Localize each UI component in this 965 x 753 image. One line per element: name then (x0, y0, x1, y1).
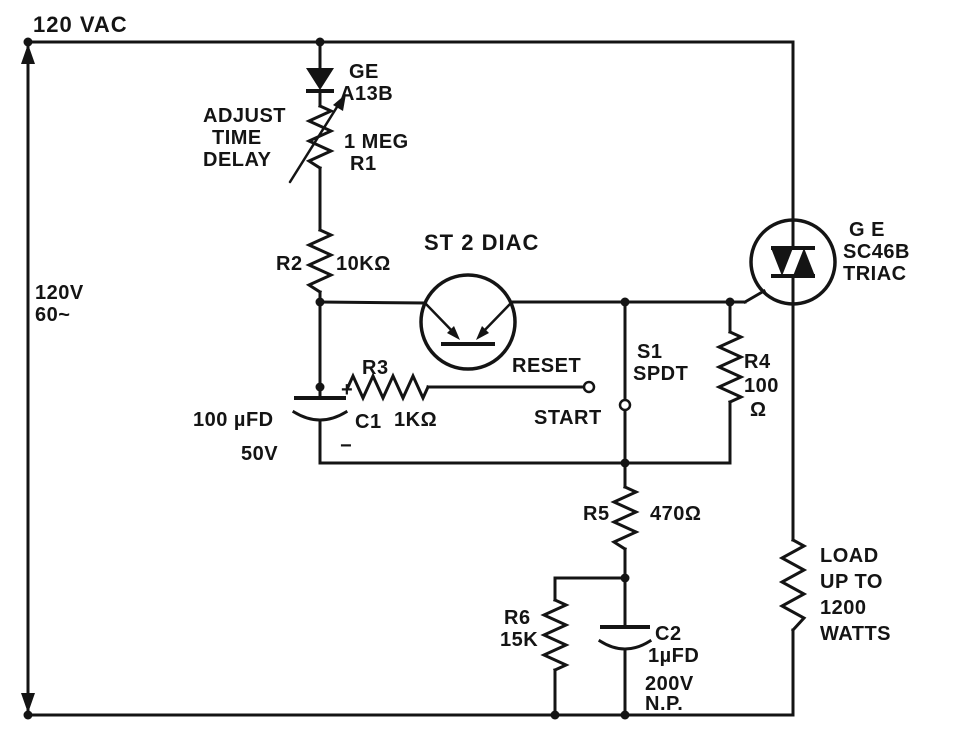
label-supply-top: 120 VAC (33, 12, 128, 37)
junction-dots (23, 37, 735, 720)
potentiometer-r1-symbol (288, 94, 346, 184)
load-resistor-symbol (778, 537, 808, 633)
label-triac-part: SC46B (843, 241, 910, 263)
label-adjust-line3: DELAY (203, 149, 272, 171)
label-triac-type: TRIAC (843, 263, 907, 285)
r5-zigzag (610, 485, 640, 552)
label-supply-freq: 60~ (35, 304, 70, 326)
label-c2-np: N.P. (645, 693, 683, 715)
label-supply-voltage: 120V (35, 282, 84, 304)
diode-symbol (306, 68, 334, 93)
junction-dot (23, 37, 33, 47)
label-c1-value: 100 µFD (193, 409, 274, 431)
switch-s1 (582, 300, 632, 465)
label-r4-ref: R4 (744, 351, 771, 373)
resistor-r5-symbol (610, 461, 640, 580)
power-rails (26, 40, 795, 717)
label-reset: RESET (512, 355, 581, 377)
r6-top-lead (553, 576, 627, 602)
start-contact (618, 398, 632, 412)
triac-triangle-up (793, 248, 815, 276)
resistor-r3-symbol (346, 372, 586, 402)
capacitor-c1-symbol (291, 385, 349, 465)
label-r5-value: 470Ω (650, 503, 701, 525)
junction-dot (315, 297, 325, 307)
resistor-r4-symbol (715, 300, 745, 465)
label-adjust-line1: ADJUST (203, 105, 286, 127)
diac-right-arrowhead-icon (476, 326, 489, 340)
diac-left-lead (318, 300, 427, 305)
diode-triangle (306, 68, 334, 90)
resistor-r6-symbol (540, 576, 627, 717)
arrow-down-icon (21, 693, 35, 713)
r1-wiper-arrow-line (288, 97, 344, 184)
label-r3-ref: R3 (362, 357, 389, 379)
labels: 120 VAC 120V 60~ GE A13B ADJUST TIME DEL… (33, 12, 910, 715)
junction-dot (620, 573, 630, 583)
branch-timing (288, 40, 346, 389)
label-adjust-line2: TIME (212, 127, 262, 149)
diac-circle (419, 273, 517, 371)
label-load-line2: UP TO (820, 571, 883, 593)
r1-zigzag (305, 104, 335, 171)
reset-contact (582, 380, 596, 394)
r1-wiper-arrowhead-icon (333, 94, 346, 111)
junction-dot (620, 710, 630, 720)
label-r4-value: 100 (744, 375, 779, 397)
junction-dot (23, 710, 33, 720)
label-r1-ref: R1 (350, 153, 377, 175)
arrow-up-icon (21, 44, 35, 64)
label-r6-value: 15K (500, 629, 538, 651)
label-r2-value: 10KΩ (336, 253, 391, 275)
label-start: START (534, 407, 602, 429)
junction-dot (315, 37, 325, 47)
label-load-line3: 1200 (820, 597, 867, 619)
triac-triangle-down (771, 248, 793, 276)
label-s1-ref: S1 (637, 341, 662, 363)
label-triac-make: G E (849, 219, 885, 241)
label-diac: ST 2 DIAC (424, 230, 539, 255)
junction-dot (725, 297, 735, 307)
junction-dot (620, 458, 630, 468)
r3-zigzag (346, 372, 430, 402)
label-diode-make: GE (349, 61, 379, 83)
junction-dot (550, 710, 560, 720)
triac-gate-lead (742, 288, 767, 305)
label-c2-voltage: 200V (645, 673, 694, 695)
label-c1-plus: + (341, 379, 353, 401)
label-diode-part: A13B (340, 83, 393, 105)
supply-voltage-arrow (21, 44, 35, 713)
label-load-line4: WATTS (820, 623, 891, 645)
triac-symbol (742, 218, 837, 306)
junction-dot (315, 382, 325, 392)
label-r3-value: 1KΩ (394, 409, 437, 431)
label-r5-ref: R5 (583, 503, 610, 525)
label-c1-minus: − (340, 435, 352, 457)
resistor-r2-symbol (305, 228, 335, 295)
label-c1-ref: C1 (355, 411, 382, 433)
r4-zigzag (715, 330, 745, 404)
r6-zigzag (540, 598, 570, 672)
capacitor-c2-symbol (597, 576, 653, 717)
label-r1-value: 1 MEG (344, 131, 409, 153)
label-c1-voltage: 50V (241, 443, 278, 465)
label-s1-type: SPDT (633, 363, 688, 385)
label-load-line1: LOAD (820, 545, 879, 567)
label-r6-ref: R6 (504, 607, 531, 629)
label-c2-ref: C2 (655, 623, 682, 645)
label-r2-ref: R2 (276, 253, 303, 275)
label-r4-unit: Ω (750, 399, 767, 421)
junction-dot (620, 297, 630, 307)
label-c2-value: 1µFD (648, 645, 699, 667)
diac-left-arrowhead-icon (447, 326, 460, 340)
